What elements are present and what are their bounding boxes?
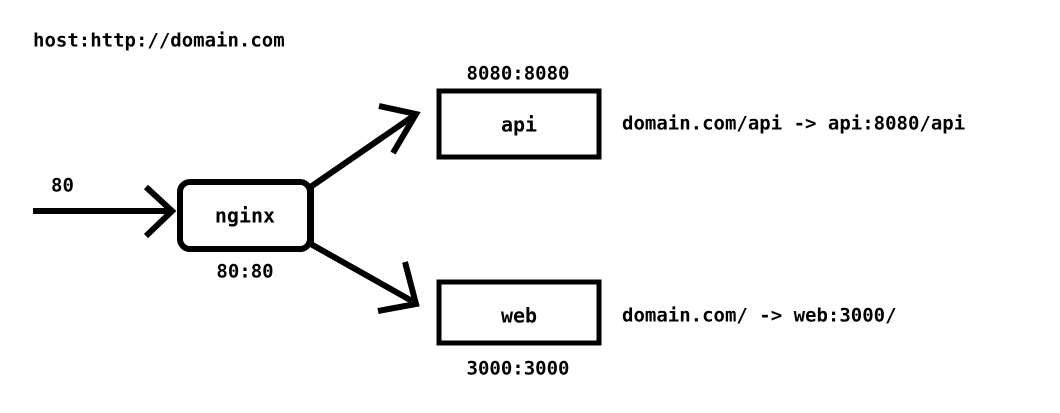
api-route-label: domain.com/api -> api:8080/api: [622, 113, 965, 135]
web-node-box: [436, 279, 602, 346]
web-node-label: web: [501, 304, 537, 328]
entry-port-label: 80: [51, 175, 74, 197]
web-route-label: domain.com/ -> web:3000/: [622, 305, 897, 327]
nginx-port-mapping-label: 80:80: [216, 261, 273, 283]
entry-arrow-icon: [33, 184, 177, 239]
api-node-box: [436, 88, 602, 160]
web-port-mapping-label: 3000:3000: [467, 358, 570, 380]
nginx-node-label: nginx: [215, 204, 275, 228]
api-port-mapping-label: 8080:8080: [467, 63, 570, 85]
arrow-to-api: [307, 103, 421, 191]
arrow-to-web: [307, 240, 420, 314]
api-node-label: api: [501, 113, 537, 137]
host-url-label: host:http://domain.com: [33, 30, 285, 52]
